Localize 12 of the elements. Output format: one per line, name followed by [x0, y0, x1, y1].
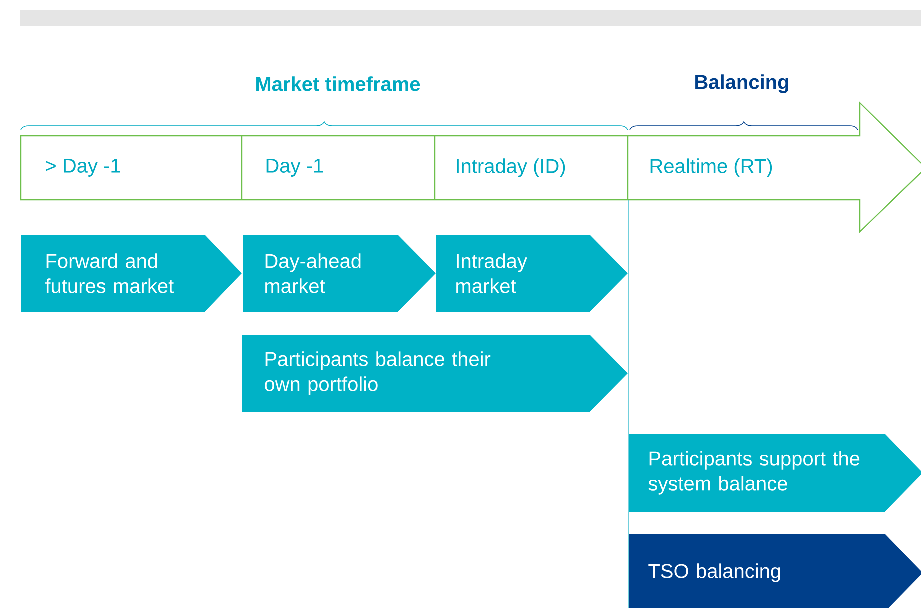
chevron-box: TSO balancing [629, 534, 921, 608]
timeline-cell: Day -1 [266, 159, 324, 177]
chevron-box: Day-ahead market [243, 235, 436, 312]
heading: Balancing [696, 74, 788, 94]
timeline-cell: Intraday (ID) [457, 158, 566, 178]
timeline-cell: > Day -1 [46, 159, 120, 177]
chevron-box: Participants support the system balance [629, 434, 921, 512]
heading: Market timeframe [256, 76, 420, 92]
timeline-cell: Realtime (RT) [650, 158, 772, 178]
chevron-box: Forward and futures market [21, 235, 242, 312]
chevron-box: Intraday market [436, 235, 628, 312]
chevron-box: Participants balance their own portfolio [242, 335, 628, 412]
